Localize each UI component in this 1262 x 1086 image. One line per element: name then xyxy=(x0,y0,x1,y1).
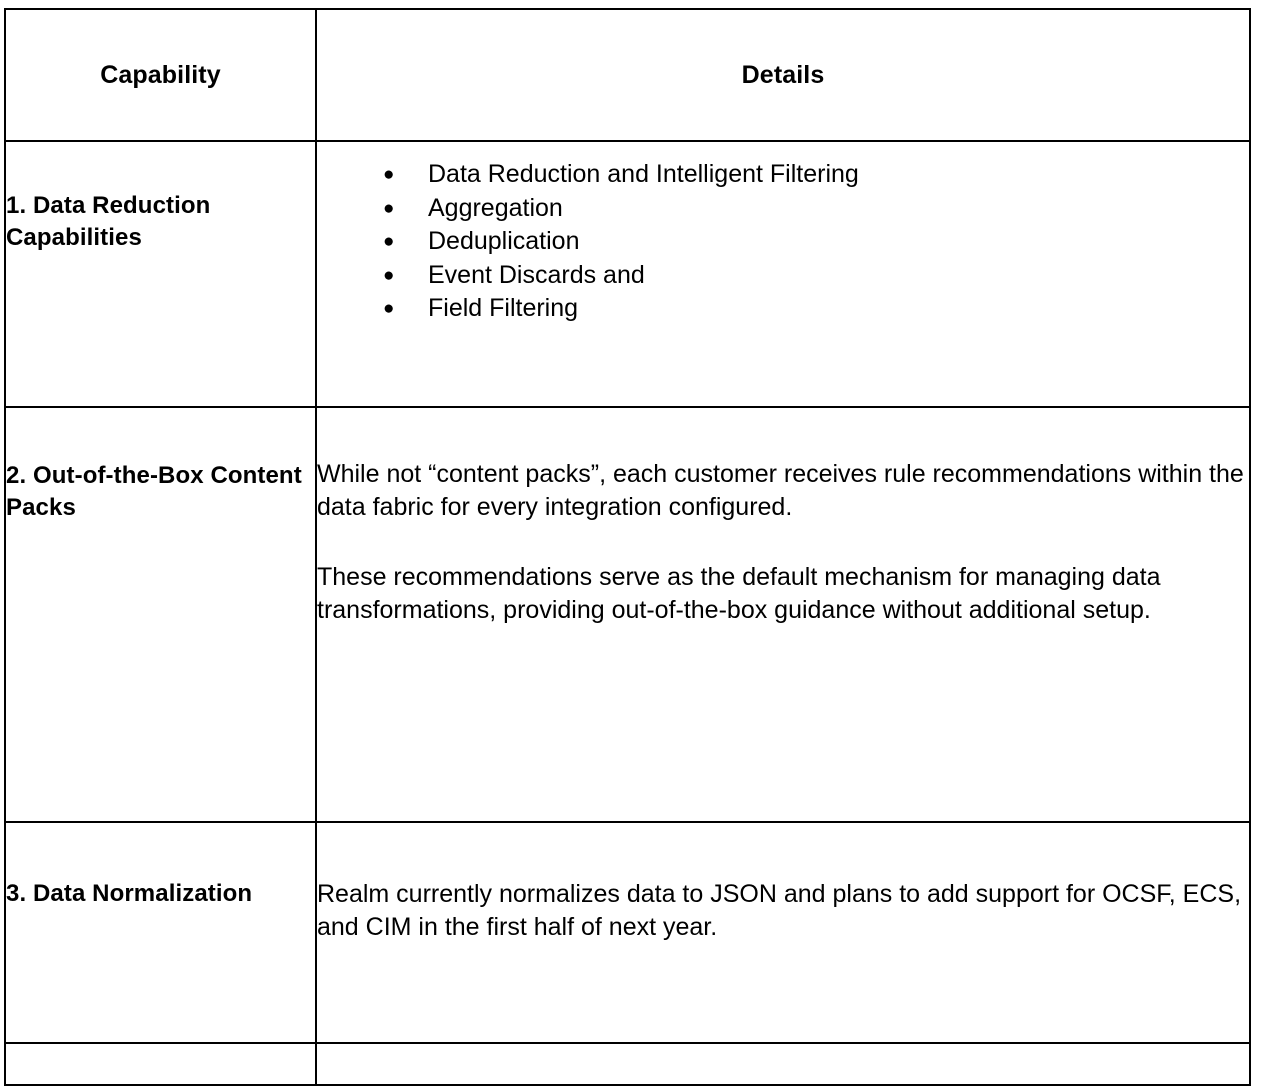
list-item-label: Data Reduction and Intelligent Filtering xyxy=(428,160,859,188)
table-row: 3. Data Normalization Realm currently no… xyxy=(4,821,1251,1044)
list-item-label: Event Discards and xyxy=(428,260,645,289)
table-row: 1. Data Reduction Capabilities ● Data Re… xyxy=(4,140,1251,408)
details-paragraph: While not “content packs”, each customer… xyxy=(317,460,1244,522)
table-row xyxy=(4,1042,1251,1086)
table-row: 2. Out-of-the-Box Content Packs While no… xyxy=(4,406,1251,823)
capability-cell: 3. Data Normalization xyxy=(4,821,317,1044)
bullet-icon: ● xyxy=(383,164,395,185)
details-cell: ● Data Reduction and Intelligent Filteri… xyxy=(315,140,1251,408)
list-item: ● Data Reduction and Intelligent Filteri… xyxy=(317,158,1249,192)
capability-label: 2. Out-of-the-Box Content Packs xyxy=(6,462,302,521)
capability-cell xyxy=(4,1042,317,1086)
column-header-capability: Capability xyxy=(4,8,317,142)
table-header-row: Capability Details xyxy=(4,8,1251,142)
document-page: Capability Details 1. Data Reduction Cap… xyxy=(4,8,1251,1086)
column-header-details-label: Details xyxy=(741,61,825,89)
bullet-icon: ● xyxy=(383,298,395,319)
capability-label: 1. Data Reduction Capabilities xyxy=(6,192,211,251)
list-item-label: Aggregation xyxy=(428,193,563,222)
capability-details-table: Capability Details 1. Data Reduction Cap… xyxy=(4,8,1251,1086)
capability-cell: 1. Data Reduction Capabilities xyxy=(4,140,317,408)
details-paragraph: These recommendations serve as the defau… xyxy=(317,562,1161,624)
details-cell: Realm currently normalizes data to JSON … xyxy=(315,821,1251,1044)
column-header-capability-label: Capability xyxy=(100,61,221,89)
list-item: ● Field Filtering xyxy=(317,292,1249,326)
capability-cell: 2. Out-of-the-Box Content Packs xyxy=(4,406,317,823)
details-paragraph: Realm currently normalizes data to JSON … xyxy=(317,880,1242,942)
list-item: ● Deduplication xyxy=(317,225,1249,259)
list-item: ● Aggregation xyxy=(317,192,1249,226)
column-header-details: Details xyxy=(315,8,1251,142)
bullet-icon: ● xyxy=(383,197,395,219)
details-bullet-list: ● Data Reduction and Intelligent Filteri… xyxy=(317,158,1249,326)
details-cell xyxy=(315,1042,1251,1086)
list-item-label: Deduplication xyxy=(428,227,580,255)
details-cell: While not “content packs”, each customer… xyxy=(315,406,1251,823)
bullet-icon: ● xyxy=(383,264,395,286)
bullet-icon: ● xyxy=(383,231,395,252)
list-item-label: Field Filtering xyxy=(428,294,579,322)
list-item: ● Event Discards and xyxy=(317,259,1249,293)
capability-label: 3. Data Normalization xyxy=(6,880,253,907)
